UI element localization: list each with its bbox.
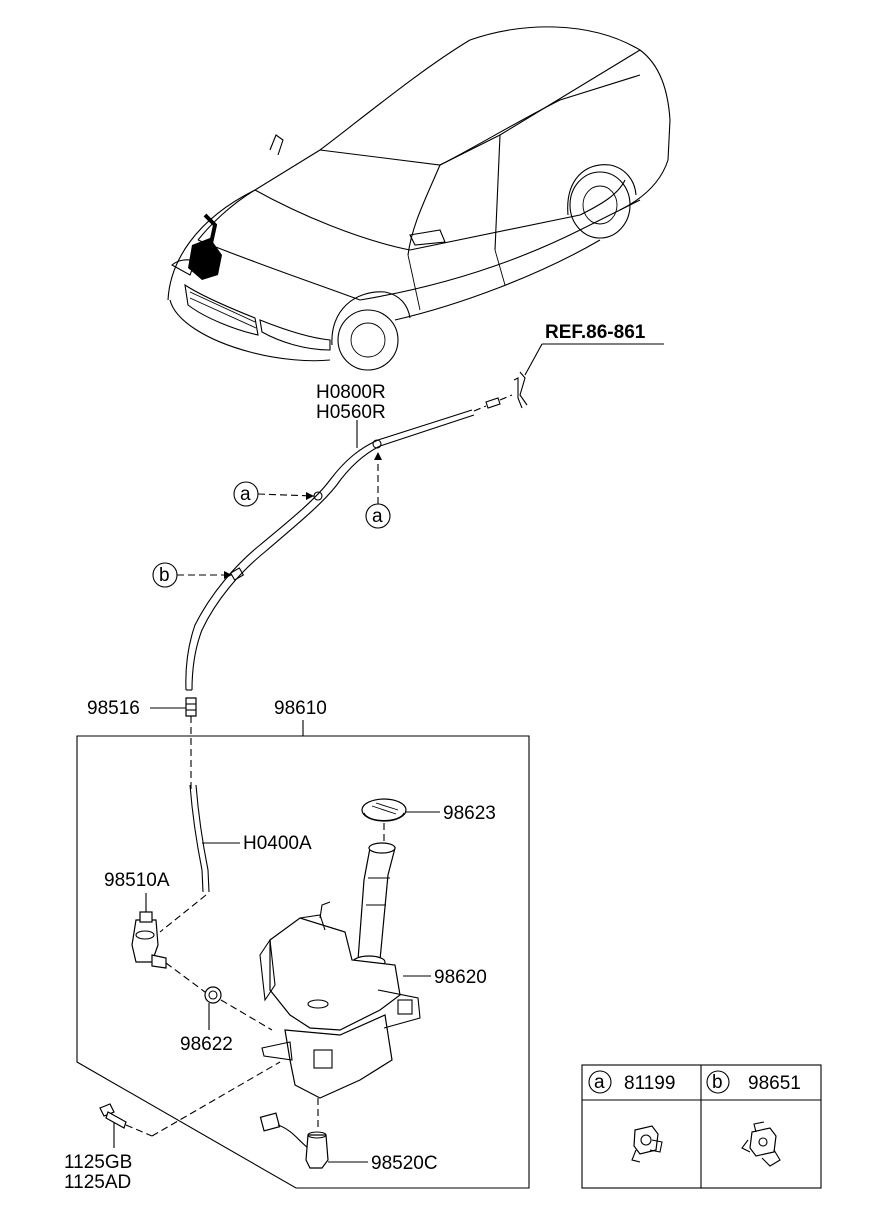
callout-a-left: a: [233, 481, 315, 507]
check-valve: 98516: [87, 697, 197, 790]
inner-hose-label: H0400A: [243, 833, 312, 854]
legend-a-key: a: [594, 1072, 605, 1093]
callout-a-right-label: a: [372, 506, 383, 527]
hose-label-upper: H0800R: [316, 382, 386, 403]
level-sensor: 98520C: [259, 1112, 438, 1174]
filler-cap: 98623: [361, 798, 496, 842]
legend-b-key: b: [712, 1072, 723, 1093]
callout-a-right: a: [365, 452, 391, 529]
bolt-label-1: 1125GB: [64, 1152, 132, 1173]
car-illustration: [167, 26, 671, 371]
callout-b-label: b: [159, 565, 170, 586]
reservoir-assy-label: 98610: [274, 698, 327, 719]
hose-label-lower: H0560R: [316, 402, 386, 423]
legend-cell-b: b 98651: [706, 1070, 801, 1167]
callout-b: b: [152, 562, 232, 588]
cap-label: 98623: [443, 803, 496, 824]
bracket-icon: [741, 1121, 781, 1167]
check-valve-label: 98516: [87, 698, 140, 719]
legend-cell-a: a 81199: [588, 1070, 675, 1163]
upper-hose: H0800R H0560R: [185, 382, 513, 691]
reference-label: REF.86-861: [545, 322, 646, 343]
clip-icon: [631, 1125, 663, 1163]
callout-a-left-label: a: [240, 484, 251, 505]
reservoir-tank: 98620: [259, 842, 487, 1130]
grommet: 98622: [180, 986, 273, 1055]
level-sensor-label: 98520C: [371, 1153, 438, 1174]
legend-b-part: 98651: [748, 1073, 801, 1094]
inner-hose: H0400A: [159, 784, 312, 933]
legend-a-part: 81199: [624, 1073, 675, 1094]
bolt-label-2: 1125AD: [64, 1172, 131, 1193]
grommet-label: 98622: [180, 1034, 233, 1055]
reservoir-assembly-frame: 98610: [76, 698, 530, 1189]
reference-callout: REF.86-861: [513, 322, 664, 409]
legend-table: a 81199 b 98651: [581, 1064, 822, 1189]
reservoir-label: 98620: [434, 967, 487, 988]
mounting-bolt: 1125GB 1125AD: [64, 1061, 281, 1193]
pump-label: 98510A: [104, 870, 170, 891]
washer-pump: 98510A: [104, 870, 206, 993]
